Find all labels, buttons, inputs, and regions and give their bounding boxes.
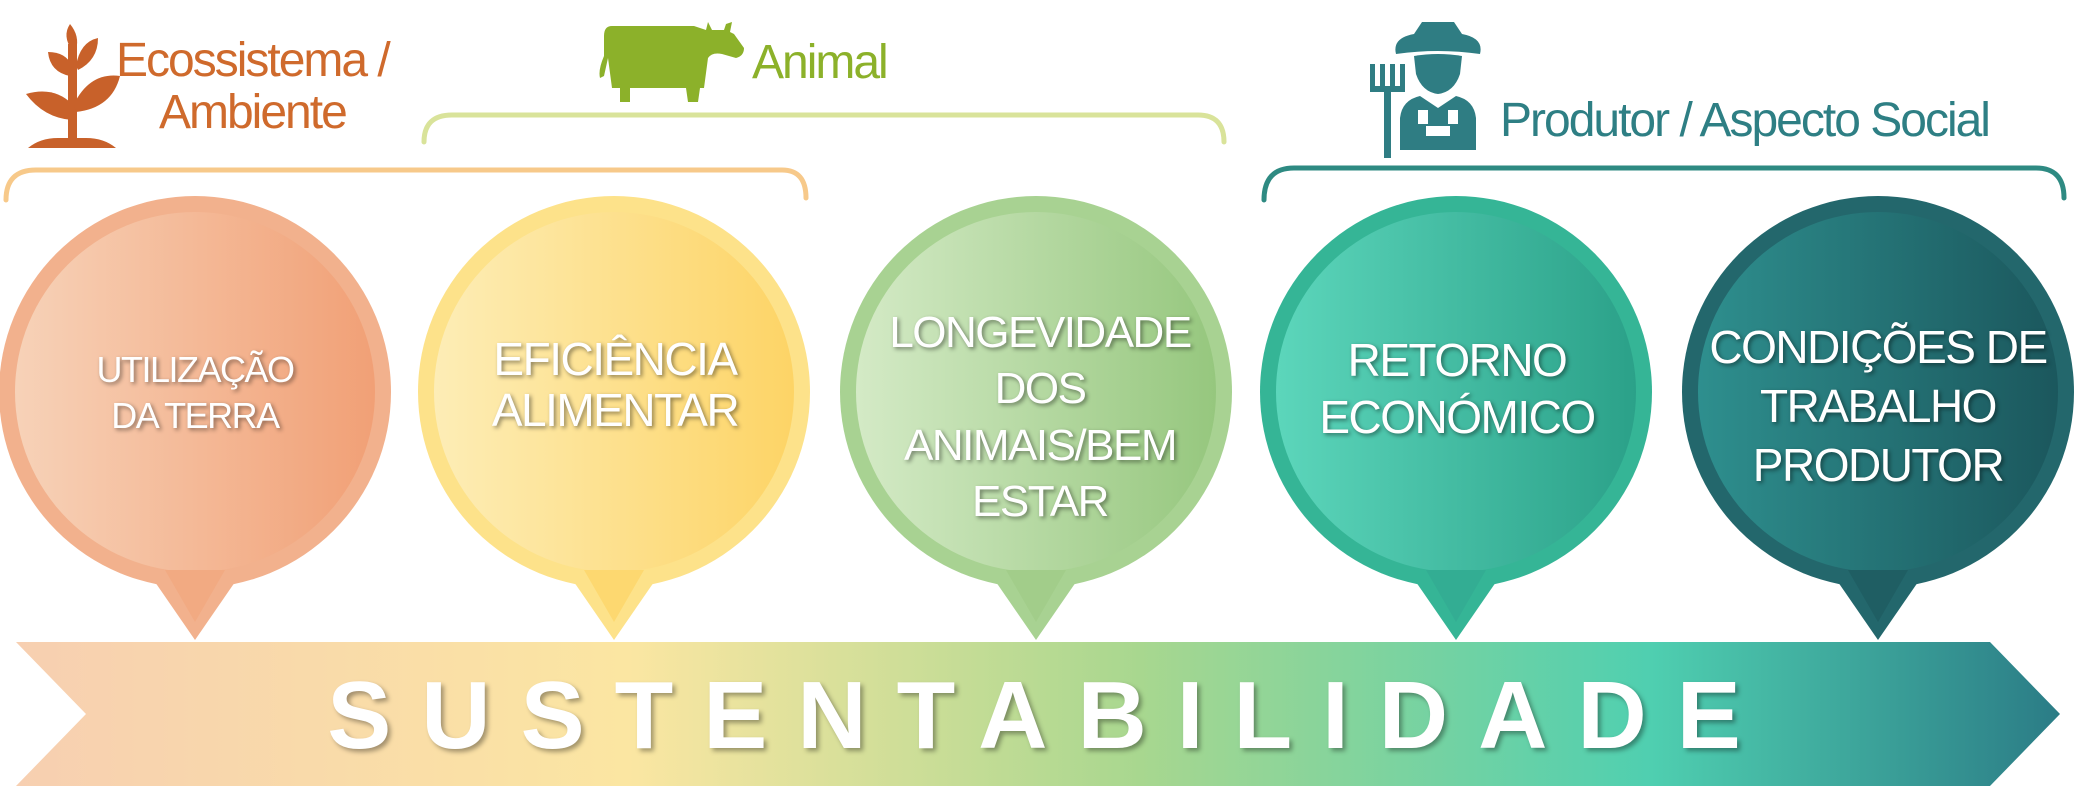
bubble-line: RETORNO [1347,334,1568,386]
bubble-text-utilizacao: UTILIZAÇÃO DA TERRA [25,347,365,439]
sustentabilidade-label: SUSTENTABILIDADE [327,662,1771,769]
category-animal: Animal [752,36,889,89]
eco-bracket [3,167,809,203]
bubble-line: ANIMAIS/BEM [904,420,1178,470]
bubble-text-retorno: RETORNO ECONÓMICO [1287,332,1627,446]
bubble-line: UTILIZAÇÃO [96,349,295,390]
category-eco-line1: Ecossistema / [116,34,391,87]
farmer-icon [1370,22,1481,158]
bubble-retorno-economico [1260,196,1652,640]
bubble-text-condicoes: CONDIÇÕES DE TRABALHO PRODUTOR [1708,318,2048,495]
bubble-text-longevidade: LONGEVIDADE DOS ANIMAIS/BEM ESTAR [870,305,1210,530]
bubble-line: ESTAR [972,476,1109,526]
category-eco-line2: Ambiente [158,85,348,139]
category-ecossistema-ambiente: Ecossistema / Ambiente [116,34,391,139]
bubble-line: EFICIÊNCIA [493,333,738,385]
bubble-line: ECONÓMICO [1319,391,1596,444]
bubble-line: ALIMENTAR [491,383,740,436]
bubble-longevidade [840,196,1232,640]
bubble-line: CONDIÇÕES DE [1709,321,2048,373]
cow-icon [599,22,744,102]
category-produtor-aspecto-social: Produtor / Aspecto Social [1500,94,1991,147]
plant-icon [26,24,120,148]
bubble-condicoes-trabalho [1682,196,2074,640]
bubble-text-eficiencia: EFICIÊNCIA ALIMENTAR [445,334,785,435]
bubble-line: TRABALHO [1760,379,1997,432]
sustainability-arrow [16,642,2060,786]
bubble-line: DOS [994,364,1087,414]
bubble-line: PRODUTOR [1752,438,2005,491]
produtor-bracket [1261,165,2067,203]
animal-bracket [421,112,1227,145]
bubble-line: LONGEVIDADE [889,308,1192,357]
bubble-eficiencia-alimentar [418,196,810,640]
bubble-utilizacao-da-terra [0,196,391,640]
bubble-line: DA TERRA [111,395,280,437]
